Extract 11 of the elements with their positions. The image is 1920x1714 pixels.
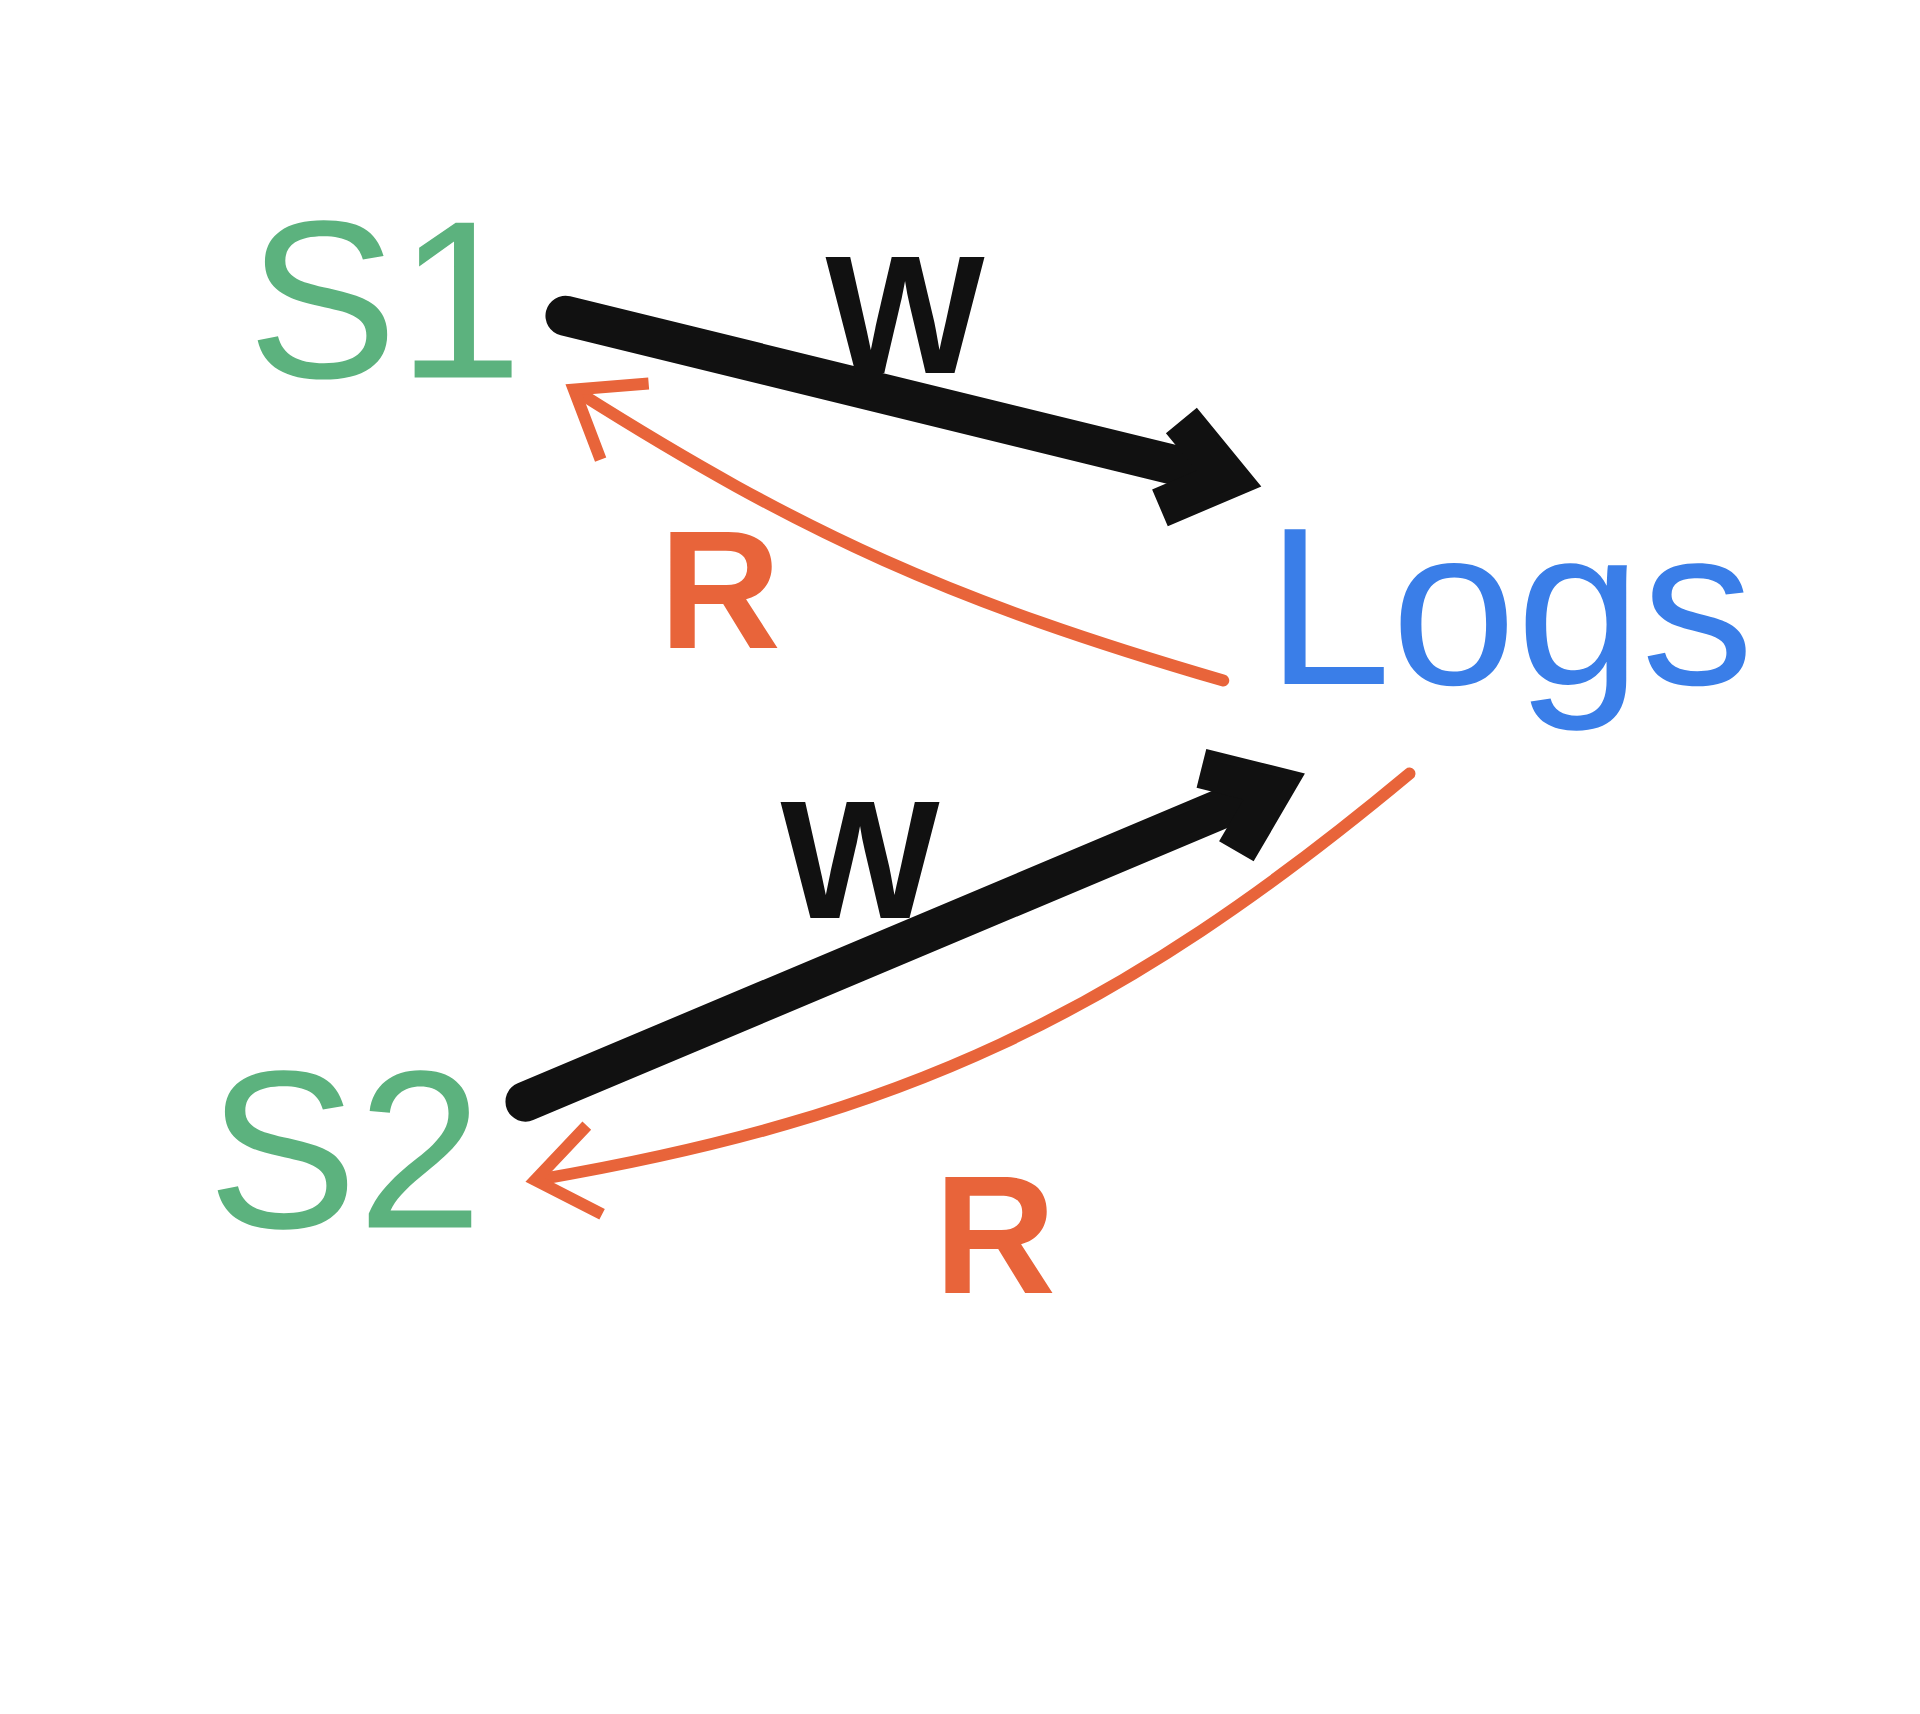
arrow [525, 767, 1416, 1220]
arrow [505, 748, 1305, 1122]
arrow [565, 377, 1230, 687]
handwritten-label: S1 [257, 220, 512, 380]
handwritten-label: S2 [217, 1070, 472, 1230]
edge-label: W [780, 801, 940, 919]
edge-label: R [945, 1176, 1053, 1294]
arrow [545, 295, 1262, 527]
handwritten-label: Logs [1284, 529, 1746, 731]
edge-label: W [825, 256, 985, 373]
edge-label: R [670, 531, 778, 648]
